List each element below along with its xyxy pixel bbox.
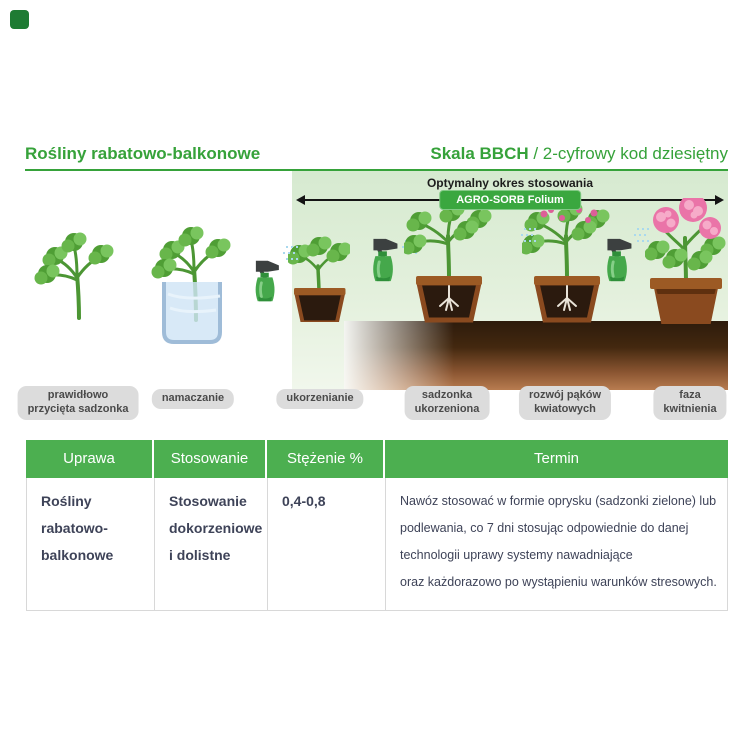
column-header-stezenie: Stężenie % [267,440,385,478]
table-header-row: Uprawa Stosowanie Stężenie % Termin [26,440,728,478]
cutting-plant-icon [34,232,114,320]
bbch-scale-label: Skala BBCH [430,144,529,163]
column-header-uprawa: Uprawa [26,440,154,478]
cell-termin: Nawóz stosować w formie oprysku (sadzonk… [400,494,717,589]
stage-label: rozwój pąków kwiatowych [518,386,612,420]
stage-label: ukorzenianie [276,389,364,409]
section-title-right: Skala BBCH / 2-cyfrowy kod dziesiętny [430,144,728,164]
cell-uprawa: Rośliny rabatowo- balkonowe [27,478,155,610]
cell-stezenie: 0,4-0,8 [268,478,386,610]
agro-sorb-badge: AGRO-SORB Folium [439,190,581,210]
flowering-plant-icon [645,198,726,324]
soil-strip [344,321,728,390]
stage-label: prawidłowo przycięta sadzonka [17,386,139,420]
stage-label: faza kwitnienia [653,386,727,420]
bbch-scale-subtitle: / 2-cyfrowy kod dziesiętny [528,144,728,163]
stage-label: sadzonka ukorzeniona [404,386,490,420]
brand-square [10,10,29,29]
budding-plant-icon [522,202,612,324]
column-header-termin: Termin [385,440,728,478]
spray-mist-icon [283,246,300,260]
table-row: Rośliny rabatowo- balkonowe Stosowanie d… [26,478,728,611]
application-table: Uprawa Stosowanie Stężenie % Termin Rośl… [26,440,728,611]
spray-bottle-icon [605,237,633,283]
spray-mist-icon [521,228,538,242]
header-divider [25,169,728,171]
rooting-pot-icon [288,236,350,322]
cell-stosowanie: Stosowanie dokorzeniowe i dolistne [155,478,268,610]
growth-panel: Optymalny okres stosowania AGRO-SORB Fol… [292,171,728,390]
spray-bottle-icon [371,237,399,283]
column-header-stosowanie: Stosowanie [154,440,267,478]
soaking-plant-icon [151,226,231,344]
stage-label: namaczanie [151,389,235,409]
timeline-caption: Optymalny okres stosowania [426,176,594,190]
section-title-left: Rośliny rabatowo-balkonowe [25,144,261,163]
spray-bottle-icon [254,259,281,303]
rooted-seedling-icon [404,206,494,324]
